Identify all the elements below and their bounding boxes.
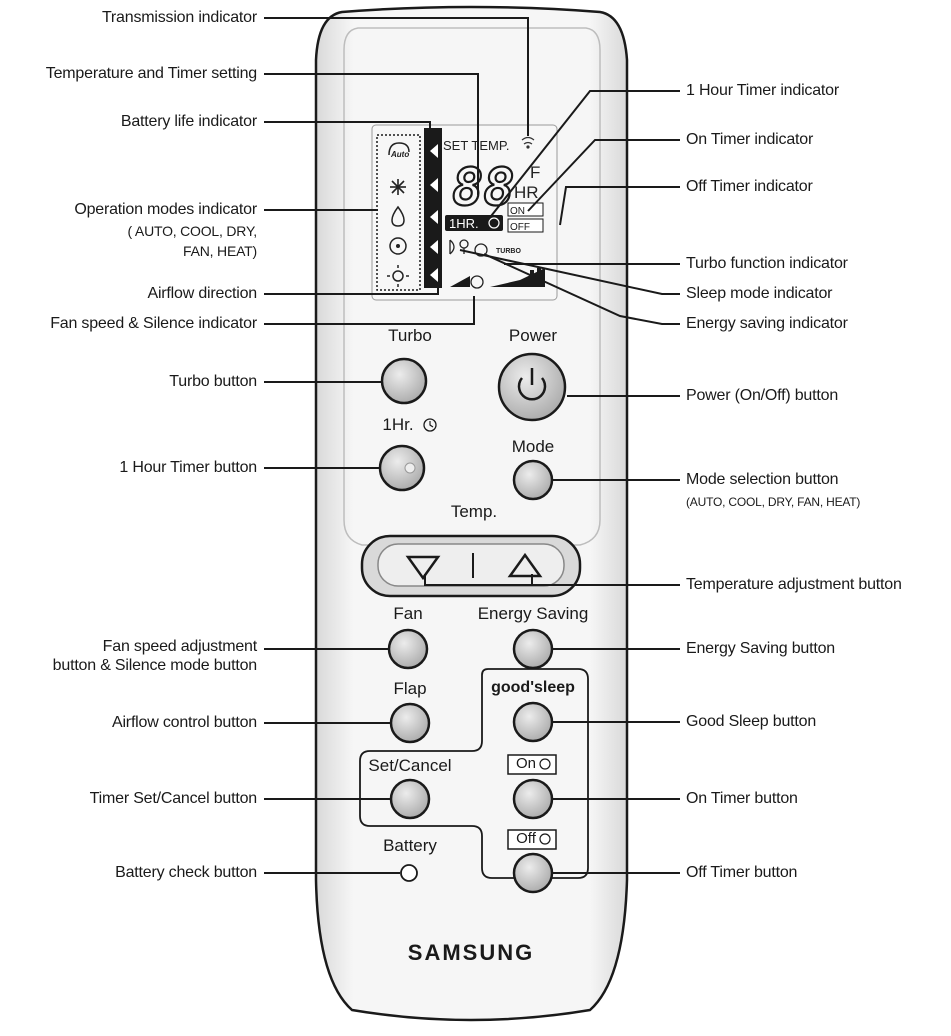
cool-mode-icon (390, 179, 406, 195)
heat-mode-icon (387, 265, 409, 287)
callout-battery-life: Battery life indicator (120, 113, 257, 130)
off-timer-text: OFF (510, 222, 530, 233)
transmission-icon (521, 136, 535, 149)
leader-lines-left (264, 17, 529, 874)
fan-speed-bars (450, 268, 545, 287)
label-one-hr: 1Hr. (382, 415, 414, 434)
callout-operation-modes: Operation modes indicator (74, 201, 257, 218)
remote-inner-panel (343, 27, 601, 546)
callout-temp-timer: Temperature and Timer setting (45, 65, 257, 82)
turbo-button[interactable] (380, 357, 428, 405)
flap-button[interactable] (389, 702, 431, 744)
brand-logo: SAMSUNG (407, 940, 535, 965)
callout-one-hour-button: 1 Hour Timer button (119, 459, 257, 476)
mode-button[interactable] (512, 459, 554, 501)
lcd-digits: 88 (451, 157, 516, 219)
lcd-set-temp: SET TEMP. (443, 138, 509, 153)
callout-mode-button-sub: (AUTO, COOL, DRY, FAN, HEAT) (686, 495, 861, 509)
label-on-timer: On (515, 755, 537, 772)
one-hour-timer-button[interactable] (378, 444, 426, 492)
callout-mode-button: Mode selection button (686, 471, 839, 488)
callout-on-timer-button: On Timer button (686, 790, 798, 807)
off-timer-button[interactable] (512, 852, 554, 894)
energy-saving-button[interactable] (512, 628, 554, 670)
mode-icon-box (376, 134, 421, 291)
label-set-cancel: Set/Cancel (368, 756, 452, 775)
callout-turbo-button: Turbo button (169, 373, 257, 390)
lcd-digits-text: 88 (452, 158, 515, 218)
temp-up-icon (507, 552, 543, 578)
one-hour-badge-text: 1HR. (449, 216, 479, 231)
callout-fan-adjust-l2: button & Silence mode button (52, 657, 258, 674)
callout-power-button: Power (On/Off) button (686, 387, 839, 404)
callout-off-timer-indicator: Off Timer indicator (686, 178, 813, 195)
timer-group-outline (359, 668, 589, 879)
clock-icon-on (539, 758, 551, 770)
set-cancel-button[interactable] (389, 778, 431, 820)
lcd-unit-f: F (530, 163, 540, 182)
callout-timer-set-cancel: Timer Set/Cancel button (89, 790, 258, 807)
callout-operation-modes-l2: ( AUTO, COOL, DRY, (127, 223, 258, 239)
clock-icon-1hr (423, 418, 437, 432)
callout-on-timer-indicator: On Timer indicator (686, 131, 814, 148)
lcd-panel (371, 124, 558, 301)
power-icon (517, 368, 547, 401)
callout-airflow-control: Airflow control button (111, 714, 257, 731)
callout-transmission: Transmission indicator (101, 9, 257, 26)
temp-down-icon (405, 555, 441, 581)
label-power: Power (508, 326, 558, 345)
temp-down-button[interactable] (405, 555, 441, 581)
callout-sleep-mode-indicator: Sleep mode indicator (686, 285, 833, 302)
on-timer-text: ON (510, 206, 525, 217)
leader-lines-right (424, 90, 680, 874)
callout-fan-speed-silence: Fan speed & Silence indicator (50, 315, 257, 332)
label-mode: Mode (511, 437, 555, 456)
off-timer-box (507, 218, 544, 233)
battery-check-button[interactable] (400, 864, 418, 882)
callout-airflow-direction: Airflow direction (147, 285, 257, 302)
lcd-turbo-text: TURBO (496, 248, 521, 255)
fan-mode-icon (389, 237, 407, 255)
callout-battery-check: Battery check button (115, 864, 257, 881)
callout-operation-modes-l3: FAN, HEAT) (183, 243, 257, 259)
label-fan: Fan (393, 604, 423, 623)
lcd-unit-hr: HR (514, 183, 539, 202)
dry-mode-icon (391, 205, 405, 227)
callout-turbo-function-indicator: Turbo function indicator (686, 255, 848, 272)
label-energy-saving: Energy Saving (477, 604, 589, 623)
battery-arrows (430, 144, 438, 282)
sleep-energy-icons (449, 239, 488, 257)
one-hour-clock-icon (488, 217, 500, 229)
on-timer-button[interactable] (512, 778, 554, 820)
lcd-auto-text: Auto (391, 150, 410, 159)
callout-good-sleep-button: Good Sleep button (686, 713, 817, 730)
good-sleep-button[interactable] (512, 701, 554, 743)
callout-energy-saving-button: Energy Saving button (686, 640, 835, 657)
label-temp: Temp. (450, 502, 498, 521)
callout-temp-adjust: Temperature adjustment button (686, 576, 902, 593)
label-good-sleep: good'sleep (491, 679, 575, 696)
fan-button[interactable] (387, 628, 429, 670)
one-hour-timer-dot (404, 462, 416, 474)
label-turbo: Turbo (388, 326, 432, 345)
callout-one-hour-indicator: 1 Hour Timer indicator (686, 82, 839, 99)
clock-icon-off (539, 833, 551, 845)
auto-mode-icon (388, 142, 410, 156)
label-battery: Battery (383, 836, 437, 855)
fan-speed-icon (470, 275, 484, 289)
callout-energy-saving-indicator: Energy saving indicator (686, 315, 848, 332)
callout-fan-adjust-l1: Fan speed adjustment (102, 638, 258, 655)
label-off-timer: Off (516, 830, 536, 847)
callout-off-timer-button: Off Timer button (686, 864, 798, 881)
label-flap: Flap (393, 679, 427, 698)
temp-rocker-inner (377, 543, 565, 587)
temp-up-button[interactable] (507, 552, 543, 578)
power-button[interactable] (497, 352, 567, 422)
on-timer-box (507, 202, 544, 217)
